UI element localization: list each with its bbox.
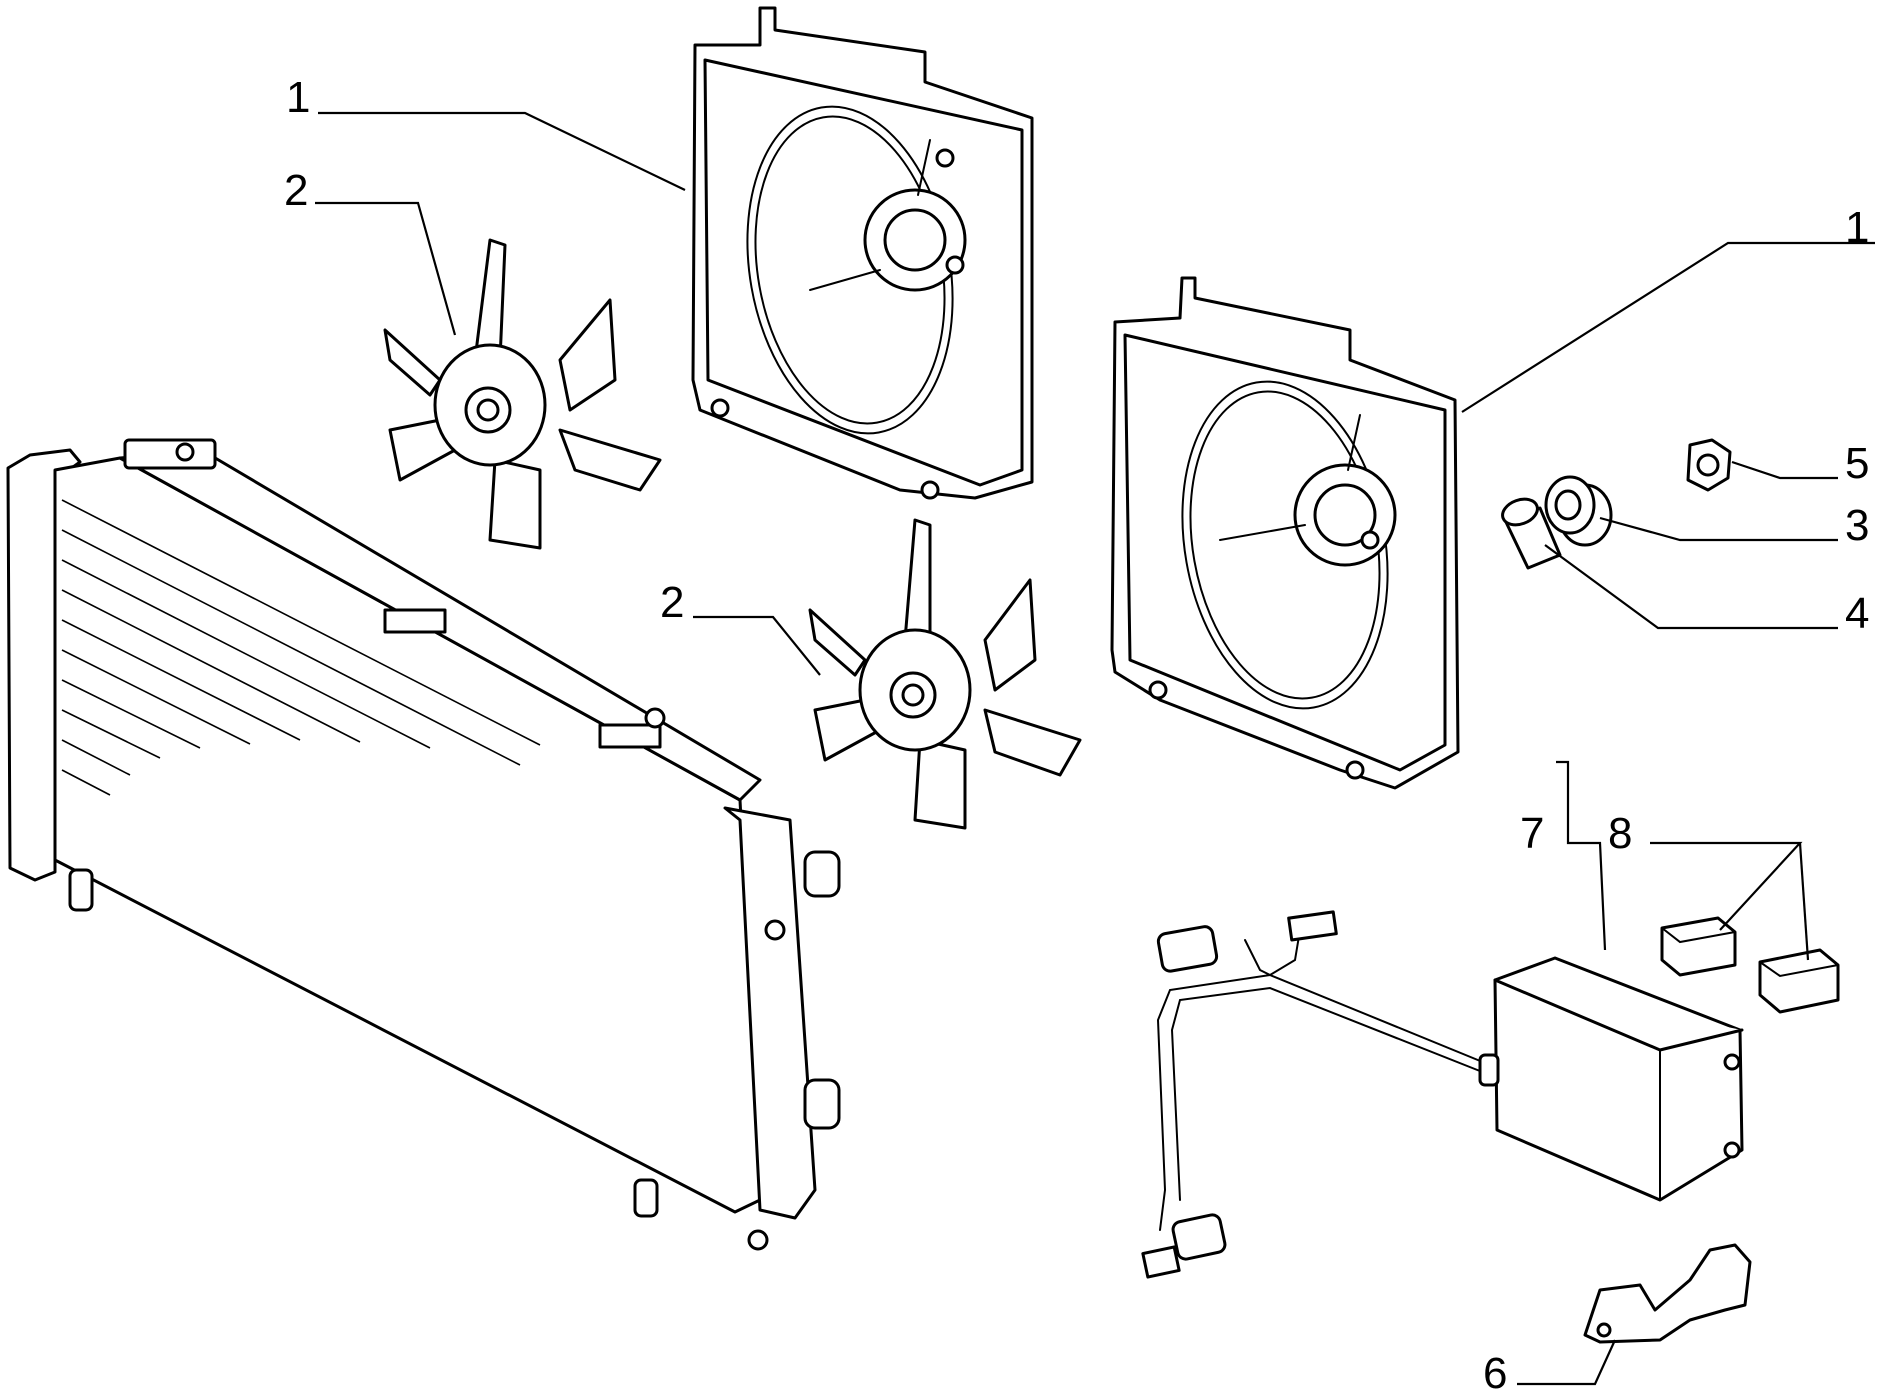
fan-shroud-left (691, 6, 1034, 500)
callout-bracket: 6 (1483, 1349, 1507, 1393)
callout-relays: 8 (1608, 809, 1632, 858)
wiring-harness (1141, 910, 1491, 1279)
control-unit (1478, 956, 1744, 1202)
nut (1686, 438, 1732, 492)
callout-fan-upper: 2 (284, 166, 308, 215)
relay-2 (1758, 948, 1840, 1014)
leader-lines (315, 111, 1875, 1386)
callout-shroud-left: 1 (286, 73, 310, 122)
relay-1 (1660, 916, 1737, 977)
mounting-bracket (1583, 1243, 1752, 1344)
callout-fan-lower: 2 (660, 578, 684, 627)
callout-labels: 1 2 2 1 5 3 4 7 8 6 (284, 73, 1869, 1393)
callout-nut: 5 (1845, 439, 1869, 488)
callout-control-unit: 7 (1520, 809, 1544, 858)
rubber-bushing (1544, 475, 1613, 547)
fan-impeller-upper (383, 238, 662, 550)
callout-bushing: 3 (1845, 501, 1869, 550)
callout-spacer: 4 (1845, 589, 1869, 638)
radiator (6, 438, 841, 1251)
fan-shroud-right (1110, 276, 1460, 790)
fan-impeller-lower (808, 518, 1082, 830)
callout-shroud-right: 1 (1845, 203, 1869, 252)
